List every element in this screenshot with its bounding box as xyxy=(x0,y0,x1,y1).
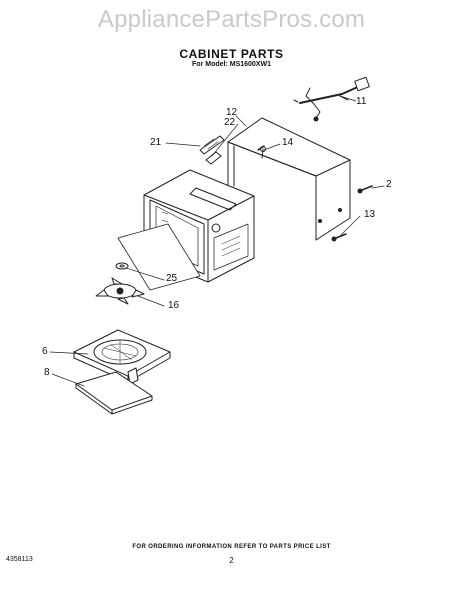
cavity-panel-illustration xyxy=(117,223,201,291)
bottom-plate-illustration xyxy=(75,371,153,415)
page-title: CABINET PARTS xyxy=(179,47,284,61)
callout-16: 16 xyxy=(168,300,180,311)
callout-21: 21 xyxy=(150,137,162,148)
base-tray-illustration xyxy=(73,329,171,385)
callout-22: 22 xyxy=(224,117,236,128)
site-watermark: AppliancePartsPros.com xyxy=(97,6,366,33)
callout-2: 2 xyxy=(386,179,392,190)
callout-25: 25 xyxy=(166,273,178,284)
callout-8: 8 xyxy=(44,367,50,378)
callout-6: 6 xyxy=(42,346,48,357)
model-line: For Model: MS1600XW1 xyxy=(192,61,271,68)
stirrer-washer-illustration xyxy=(115,262,129,270)
callout-13: 13 xyxy=(364,209,376,220)
ordering-note: FOR ORDERING INFORMATION REFER TO PARTS … xyxy=(132,544,331,550)
screw-illustrations xyxy=(257,145,373,242)
page-number: 2 xyxy=(229,556,234,565)
callout-14: 14 xyxy=(282,137,294,148)
trim-strip-illustration xyxy=(199,135,225,155)
document-number: 4358113 xyxy=(6,556,33,563)
callout-12: 12 xyxy=(226,107,238,118)
callout-leader-lines xyxy=(49,95,385,387)
callout-11: 11 xyxy=(356,96,367,107)
stirrer-fan-illustration xyxy=(95,277,145,305)
